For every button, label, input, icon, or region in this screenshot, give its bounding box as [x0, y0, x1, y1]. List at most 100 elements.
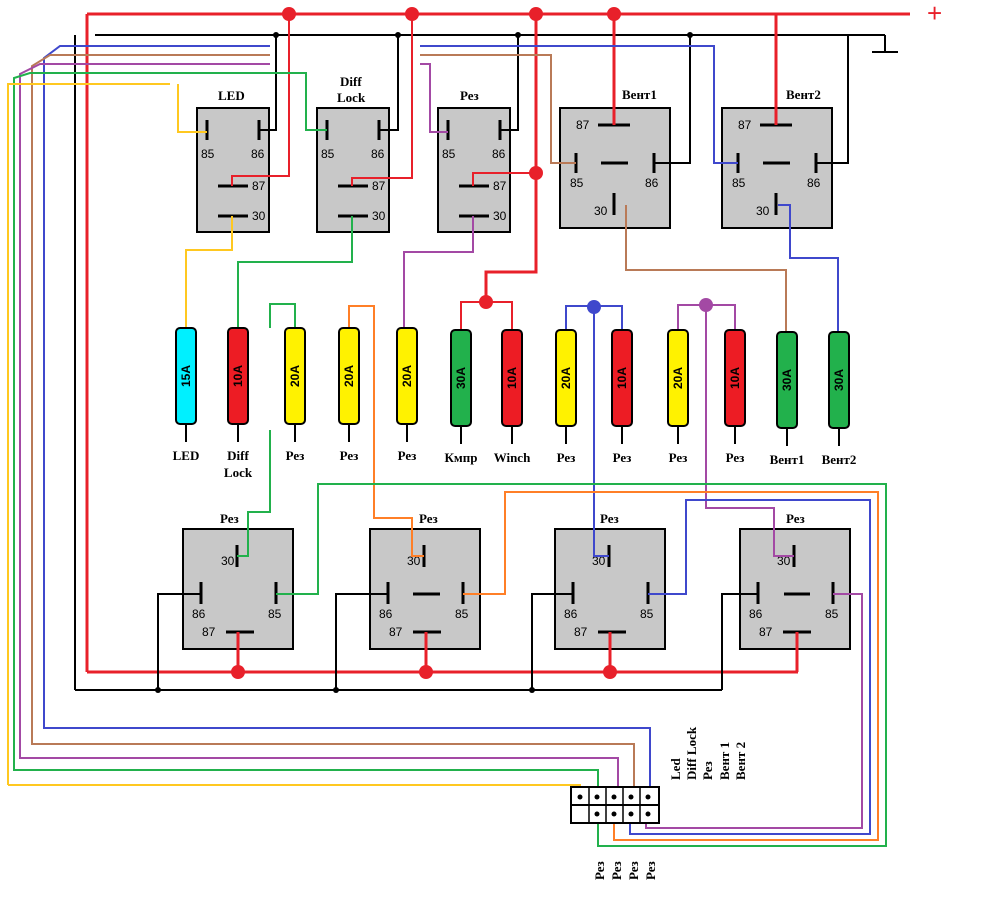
connector-bottom-label-2: Рез	[609, 861, 624, 880]
connector-label-diff-lock: Diff Lock	[684, 726, 699, 780]
fuse-row: 15ALED10ADiffLock20AРез20AРез20AРез30AКм…	[173, 327, 857, 480]
svg-text:87: 87	[493, 179, 507, 193]
svg-text:30: 30	[756, 204, 770, 218]
bottom-relay-1-label: Рез	[220, 511, 239, 526]
relay-led: LED 85 86 87 30	[196, 88, 270, 233]
fuse-11: 10A Рез	[724, 329, 746, 465]
svg-text:86: 86	[251, 147, 265, 161]
fuse-rating: 20A	[400, 365, 414, 387]
relay-rez-top-label: Рез	[460, 88, 479, 103]
svg-text:87: 87	[576, 118, 590, 132]
fuse-rating: 15A	[179, 365, 193, 387]
fuse-body	[338, 327, 360, 425]
svg-text:85: 85	[732, 176, 746, 190]
svg-text:86: 86	[749, 607, 763, 621]
fuse-5: 20A Рез	[396, 327, 418, 463]
relay-rez-top: Рез 85 86 87 30	[437, 88, 511, 233]
fuse-label: Вент1	[770, 452, 805, 467]
svg-text:86: 86	[192, 607, 206, 621]
fuse-body	[227, 327, 249, 425]
svg-text:86: 86	[371, 147, 385, 161]
svg-text:85: 85	[570, 176, 584, 190]
svg-text:86: 86	[564, 607, 578, 621]
svg-text:87: 87	[574, 625, 588, 639]
svg-text:85: 85	[268, 607, 282, 621]
fuse-rating: 20A	[671, 367, 685, 389]
connector-label-vent2: Вент 2	[733, 742, 748, 780]
fuse-13: 30A Вент2	[822, 331, 857, 467]
bottom-relay-1: Рез 30 86 85 87	[182, 511, 294, 650]
fuse-label: Рез	[613, 450, 632, 465]
bottom-relay-4-label: Рез	[786, 511, 805, 526]
fuse-body	[501, 329, 523, 427]
bottom-relay-2: Рез 30 86 85 87	[369, 511, 481, 650]
fuse-body	[555, 329, 577, 427]
fuse-rating: 30A	[832, 369, 846, 391]
svg-text:85: 85	[201, 147, 215, 161]
fuse-label: Рез	[286, 448, 305, 463]
plus-terminal-label: +	[927, 0, 942, 28]
power-bus	[85, 12, 910, 674]
fuse-9: 10A Рез	[611, 329, 633, 465]
fuse-label: Рез	[398, 448, 417, 463]
svg-text:86: 86	[645, 176, 659, 190]
fuse-body	[776, 331, 798, 429]
fuse-rating: 20A	[288, 365, 302, 387]
bottom-relay-2-label: Рез	[419, 511, 438, 526]
svg-text:87: 87	[202, 625, 216, 639]
fuse-label: LED	[173, 448, 200, 463]
fuse-label: Рез	[726, 450, 745, 465]
fuse-rating: 20A	[342, 365, 356, 387]
svg-text:30: 30	[777, 554, 791, 568]
relay-vent2: Вент2 87 85 86 30	[721, 87, 833, 229]
top-relay-wires	[177, 14, 849, 332]
fuse-body	[724, 329, 746, 427]
svg-text:86: 86	[379, 607, 393, 621]
svg-text:87: 87	[389, 625, 403, 639]
connector-top-labels: Led Diff Lock Рез Вент 1 Вент 2	[668, 726, 748, 780]
relay-vent2-label: Вент2	[786, 87, 821, 102]
fuse-label-line2: Lock	[224, 465, 253, 480]
ground-bus	[74, 34, 898, 691]
svg-text:30: 30	[594, 204, 608, 218]
svg-text:87: 87	[738, 118, 752, 132]
relay-led-label: LED	[218, 88, 245, 103]
bottom-relay-4: Рез 30 86 85 87	[739, 511, 851, 650]
fuse-body	[396, 327, 418, 425]
bottom-relay-3: Рез 30 86 85 87	[554, 511, 666, 650]
connector-bottom-label-3: Рез	[626, 861, 641, 880]
fuse-rating: 10A	[505, 367, 519, 389]
fuse-body	[175, 327, 197, 425]
relay-diff-lock-label-1: Diff	[340, 74, 362, 89]
svg-text:87: 87	[759, 625, 773, 639]
fuse-rating: 10A	[728, 367, 742, 389]
fuse-label: Рез	[557, 450, 576, 465]
relay-diff-lock: Diff Lock 85 86 87 30	[316, 74, 390, 233]
connector-label-led: Led	[668, 758, 683, 780]
bottom-relay-wires	[157, 305, 887, 847]
fuse-label: Winch	[494, 450, 531, 465]
fuse-body	[828, 331, 850, 429]
svg-text:87: 87	[252, 179, 266, 193]
fuse-label: Вент2	[822, 452, 857, 467]
connector-bottom-label-4: Рез	[643, 861, 658, 880]
svg-text:87: 87	[372, 179, 386, 193]
svg-text:30: 30	[372, 209, 386, 223]
connector	[570, 786, 660, 824]
connector-bottom-label-1: Рез	[592, 861, 607, 880]
svg-text:85: 85	[455, 607, 469, 621]
svg-text:30: 30	[407, 554, 421, 568]
relay-diff-lock-label-2: Lock	[337, 90, 366, 105]
svg-text:30: 30	[493, 209, 507, 223]
fuse-rating: 10A	[615, 367, 629, 389]
fuse-body	[450, 329, 472, 427]
svg-text:86: 86	[807, 176, 821, 190]
fuse-body	[284, 327, 306, 425]
svg-text:30: 30	[252, 209, 266, 223]
